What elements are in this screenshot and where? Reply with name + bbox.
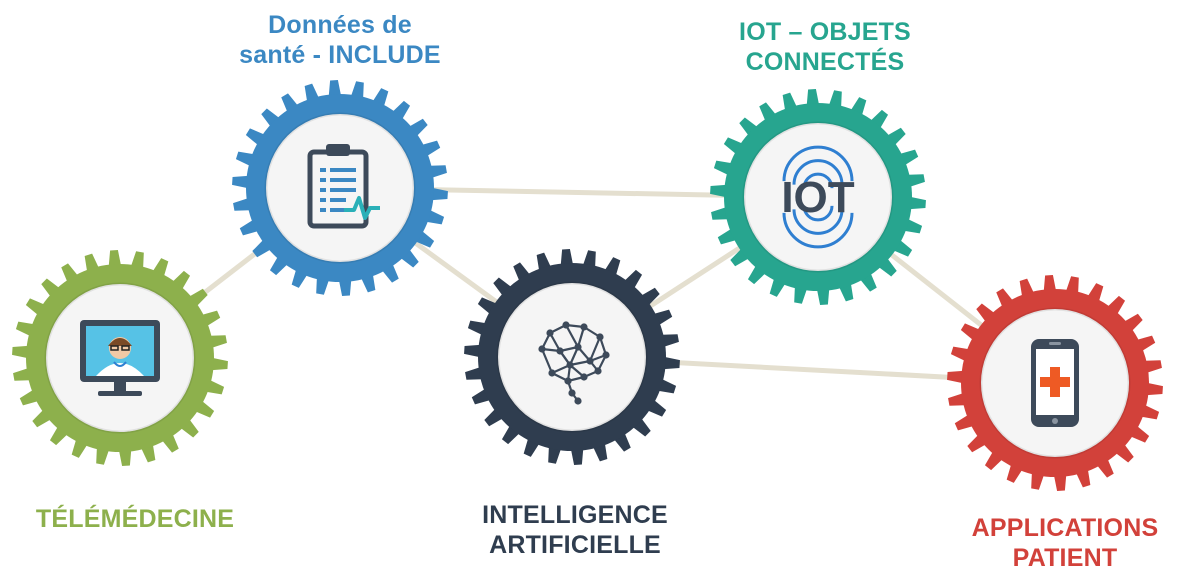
- gear-center-iot: [744, 123, 892, 271]
- iot-icon-text: IOT: [781, 173, 854, 222]
- label-telemedecine: TÉLÉMÉDECINE: [20, 504, 250, 534]
- gear-center-ia: [498, 283, 646, 431]
- gear-ia: [464, 249, 680, 465]
- label-telemedecine-line-1: TÉLÉMÉDECINE: [35, 505, 235, 533]
- gears: IOT: [12, 80, 1163, 491]
- neural-brain-icon: [538, 321, 610, 405]
- smartphone-cross-icon: [1031, 339, 1079, 427]
- label-donnees-line-1: Données de: [268, 11, 412, 39]
- label-ia-line-2: ARTIFICIELLE: [489, 531, 661, 559]
- gear-applications: [947, 275, 1163, 491]
- label-iot-line-1: IOT – OBJETS: [739, 18, 911, 46]
- label-ia-line-1: INTELLIGENCE: [482, 501, 668, 529]
- label-applications: APPLICATIONS PATIENT: [955, 513, 1175, 573]
- doctor-monitor-icon: [80, 320, 160, 396]
- gear-donnees: [232, 80, 448, 296]
- gear-iot: IOT: [710, 89, 926, 305]
- gear-telemedecine: [12, 250, 228, 466]
- label-ia: INTELLIGENCE ARTIFICIELLE: [455, 500, 695, 560]
- clipboard-health-icon: [307, 144, 380, 229]
- label-applications-line-2: PATIENT: [1012, 544, 1118, 572]
- label-donnees: Données de santé - INCLUDE: [215, 10, 465, 70]
- iot-signal-icon: IOT: [781, 145, 855, 249]
- label-applications-line-1: APPLICATIONS: [971, 514, 1159, 542]
- label-donnees-line-2: santé - INCLUDE: [239, 41, 441, 69]
- label-iot-line-2: CONNECTÉS: [745, 48, 905, 76]
- label-iot: IOT – OBJETS CONNECTÉS: [700, 17, 950, 77]
